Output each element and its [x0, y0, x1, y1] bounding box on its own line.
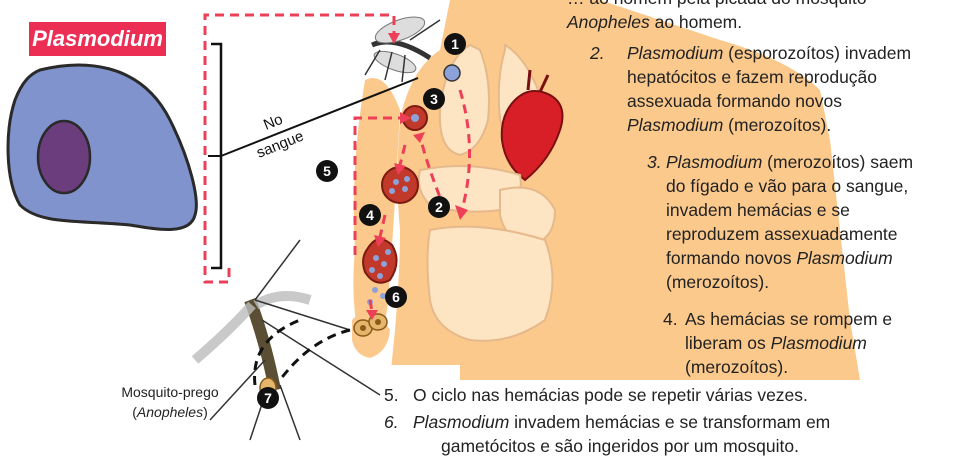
- step-1-line1: … ao homem pela picada do mosquito: [567, 0, 867, 10]
- step-3-line1: Plasmodium (merozoítos) saem: [666, 150, 913, 174]
- bracket: [208, 44, 221, 268]
- diagram-canvas: 1 2 3 4 5 6 7 No sangue Plasmodium … ao …: [0, 0, 957, 448]
- step-3-number: 3.: [647, 150, 662, 174]
- step-4-line2: liberam os Plasmodium: [685, 331, 867, 355]
- mosquito-label-line1: Mosquito-prego: [100, 382, 240, 402]
- step-6-line1: Plasmodium invadem hemácias e se transfo…: [413, 410, 830, 434]
- step-number-6: 6: [392, 289, 400, 305]
- blood-label-line1: No: [261, 111, 285, 134]
- step-2-number: 2.: [590, 41, 605, 65]
- step-number-5: 5: [323, 163, 331, 179]
- step-4-line1: As hemácias se rompem e: [685, 307, 892, 331]
- step-1-line2: Anopheles ao homem.: [567, 10, 742, 34]
- plasmodium-title: Plasmodium: [29, 22, 166, 56]
- step-4-line3: (merozoítos).: [685, 355, 788, 379]
- blood-label: No sangue: [254, 111, 306, 162]
- step-3-line3: invadem hemácias e se: [666, 198, 850, 222]
- mosquito-label-line2: (Anopheles): [100, 402, 240, 422]
- step-3-line4: reproduzem assexuadamente: [666, 222, 898, 246]
- step-number-4: 4: [366, 207, 374, 223]
- mosquito-label: Mosquito-prego (Anopheles): [100, 382, 240, 422]
- step-5-line1: O ciclo nas hemácias pode se repetir vár…: [413, 383, 808, 407]
- plasmodium-cell: [8, 65, 196, 229]
- step-number-1: 1: [451, 36, 459, 52]
- step-6-number: 6.: [384, 410, 399, 434]
- step-2-line2: hepatócitos e fazem reprodução: [627, 65, 877, 89]
- step-2-line4: Plasmodium (merozoítos).: [627, 113, 831, 137]
- step-5-number: 5.: [384, 383, 399, 407]
- step-3-line6: (merozoítos).: [666, 270, 769, 294]
- step-3-line5: formando novos Plasmodium: [666, 246, 893, 270]
- step-number-2: 2: [435, 199, 443, 215]
- step-3-line2: do fígado e vão para o sangue,: [666, 174, 908, 198]
- step-4-number: 4.: [663, 307, 678, 331]
- step-number-3: 3: [430, 91, 438, 107]
- step-2-line3: assexuada formando novos: [627, 89, 842, 113]
- step-number-7: 7: [264, 390, 272, 406]
- step-2-line1: Plasmodium (esporozoítos) invadem: [627, 41, 911, 65]
- step-6-line2: gametócitos e são ingeridos por um mosqu…: [441, 434, 799, 458]
